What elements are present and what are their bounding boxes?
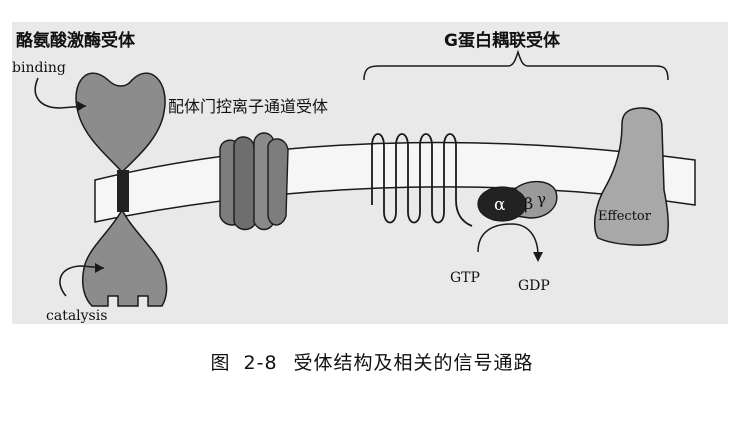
effector-protein — [593, 107, 669, 246]
rtk-extracellular-domain — [75, 72, 166, 174]
gpcr-bracket — [363, 49, 669, 81]
figure-caption: 图 2-8 受体结构及相关的信号通路 — [0, 348, 744, 375]
g-protein-beta-gamma-subunit — [515, 181, 558, 219]
caption-prefix: 图 — [210, 352, 231, 374]
gpcr-seven-transmembrane-helices — [371, 133, 473, 227]
ligand-gated-ion-channel — [219, 132, 289, 231]
gtp-gdp-arrowhead — [533, 252, 543, 262]
catalysis-arrowhead — [95, 263, 104, 273]
receptor-diagram: α β γ Effector 酪氨酸激酶受体 binding catalysis… — [12, 22, 728, 324]
catalysis-arrow — [59, 265, 105, 297]
channel-subunit-center-left — [233, 136, 257, 231]
binding-arrowhead — [77, 101, 86, 111]
gdp-label: GDP — [518, 278, 550, 294]
beta-label: β — [524, 194, 533, 213]
caption-number: 2-8 — [243, 352, 278, 374]
g-protein-alpha-subunit — [477, 186, 527, 222]
caption-title: 受体结构及相关的信号通路 — [293, 352, 534, 374]
channel-subunit-right — [267, 138, 289, 226]
tyrosine-kinase-receptor — [34, 72, 168, 307]
effector-label: Effector — [598, 209, 652, 224]
rtk-kinase-domain — [81, 208, 168, 307]
gamma-label: γ — [537, 190, 546, 208]
rtk-label: 酪氨酸激酶受体 — [16, 30, 136, 51]
gpcr-label: G蛋白耦联受体 — [444, 30, 561, 51]
ion-channel-label: 配体门控离子通道受体 — [168, 97, 328, 116]
alpha-label: α — [494, 195, 506, 215]
rtk-transmembrane-segment — [117, 170, 129, 212]
catalysis-label: catalysis — [46, 308, 107, 324]
gpcr-group: α β γ Effector — [363, 49, 669, 262]
gtp-gdp-arrow — [477, 223, 539, 257]
binding-label: binding — [12, 60, 66, 76]
gtp-label: GTP — [450, 270, 480, 286]
binding-arrow — [34, 77, 87, 109]
